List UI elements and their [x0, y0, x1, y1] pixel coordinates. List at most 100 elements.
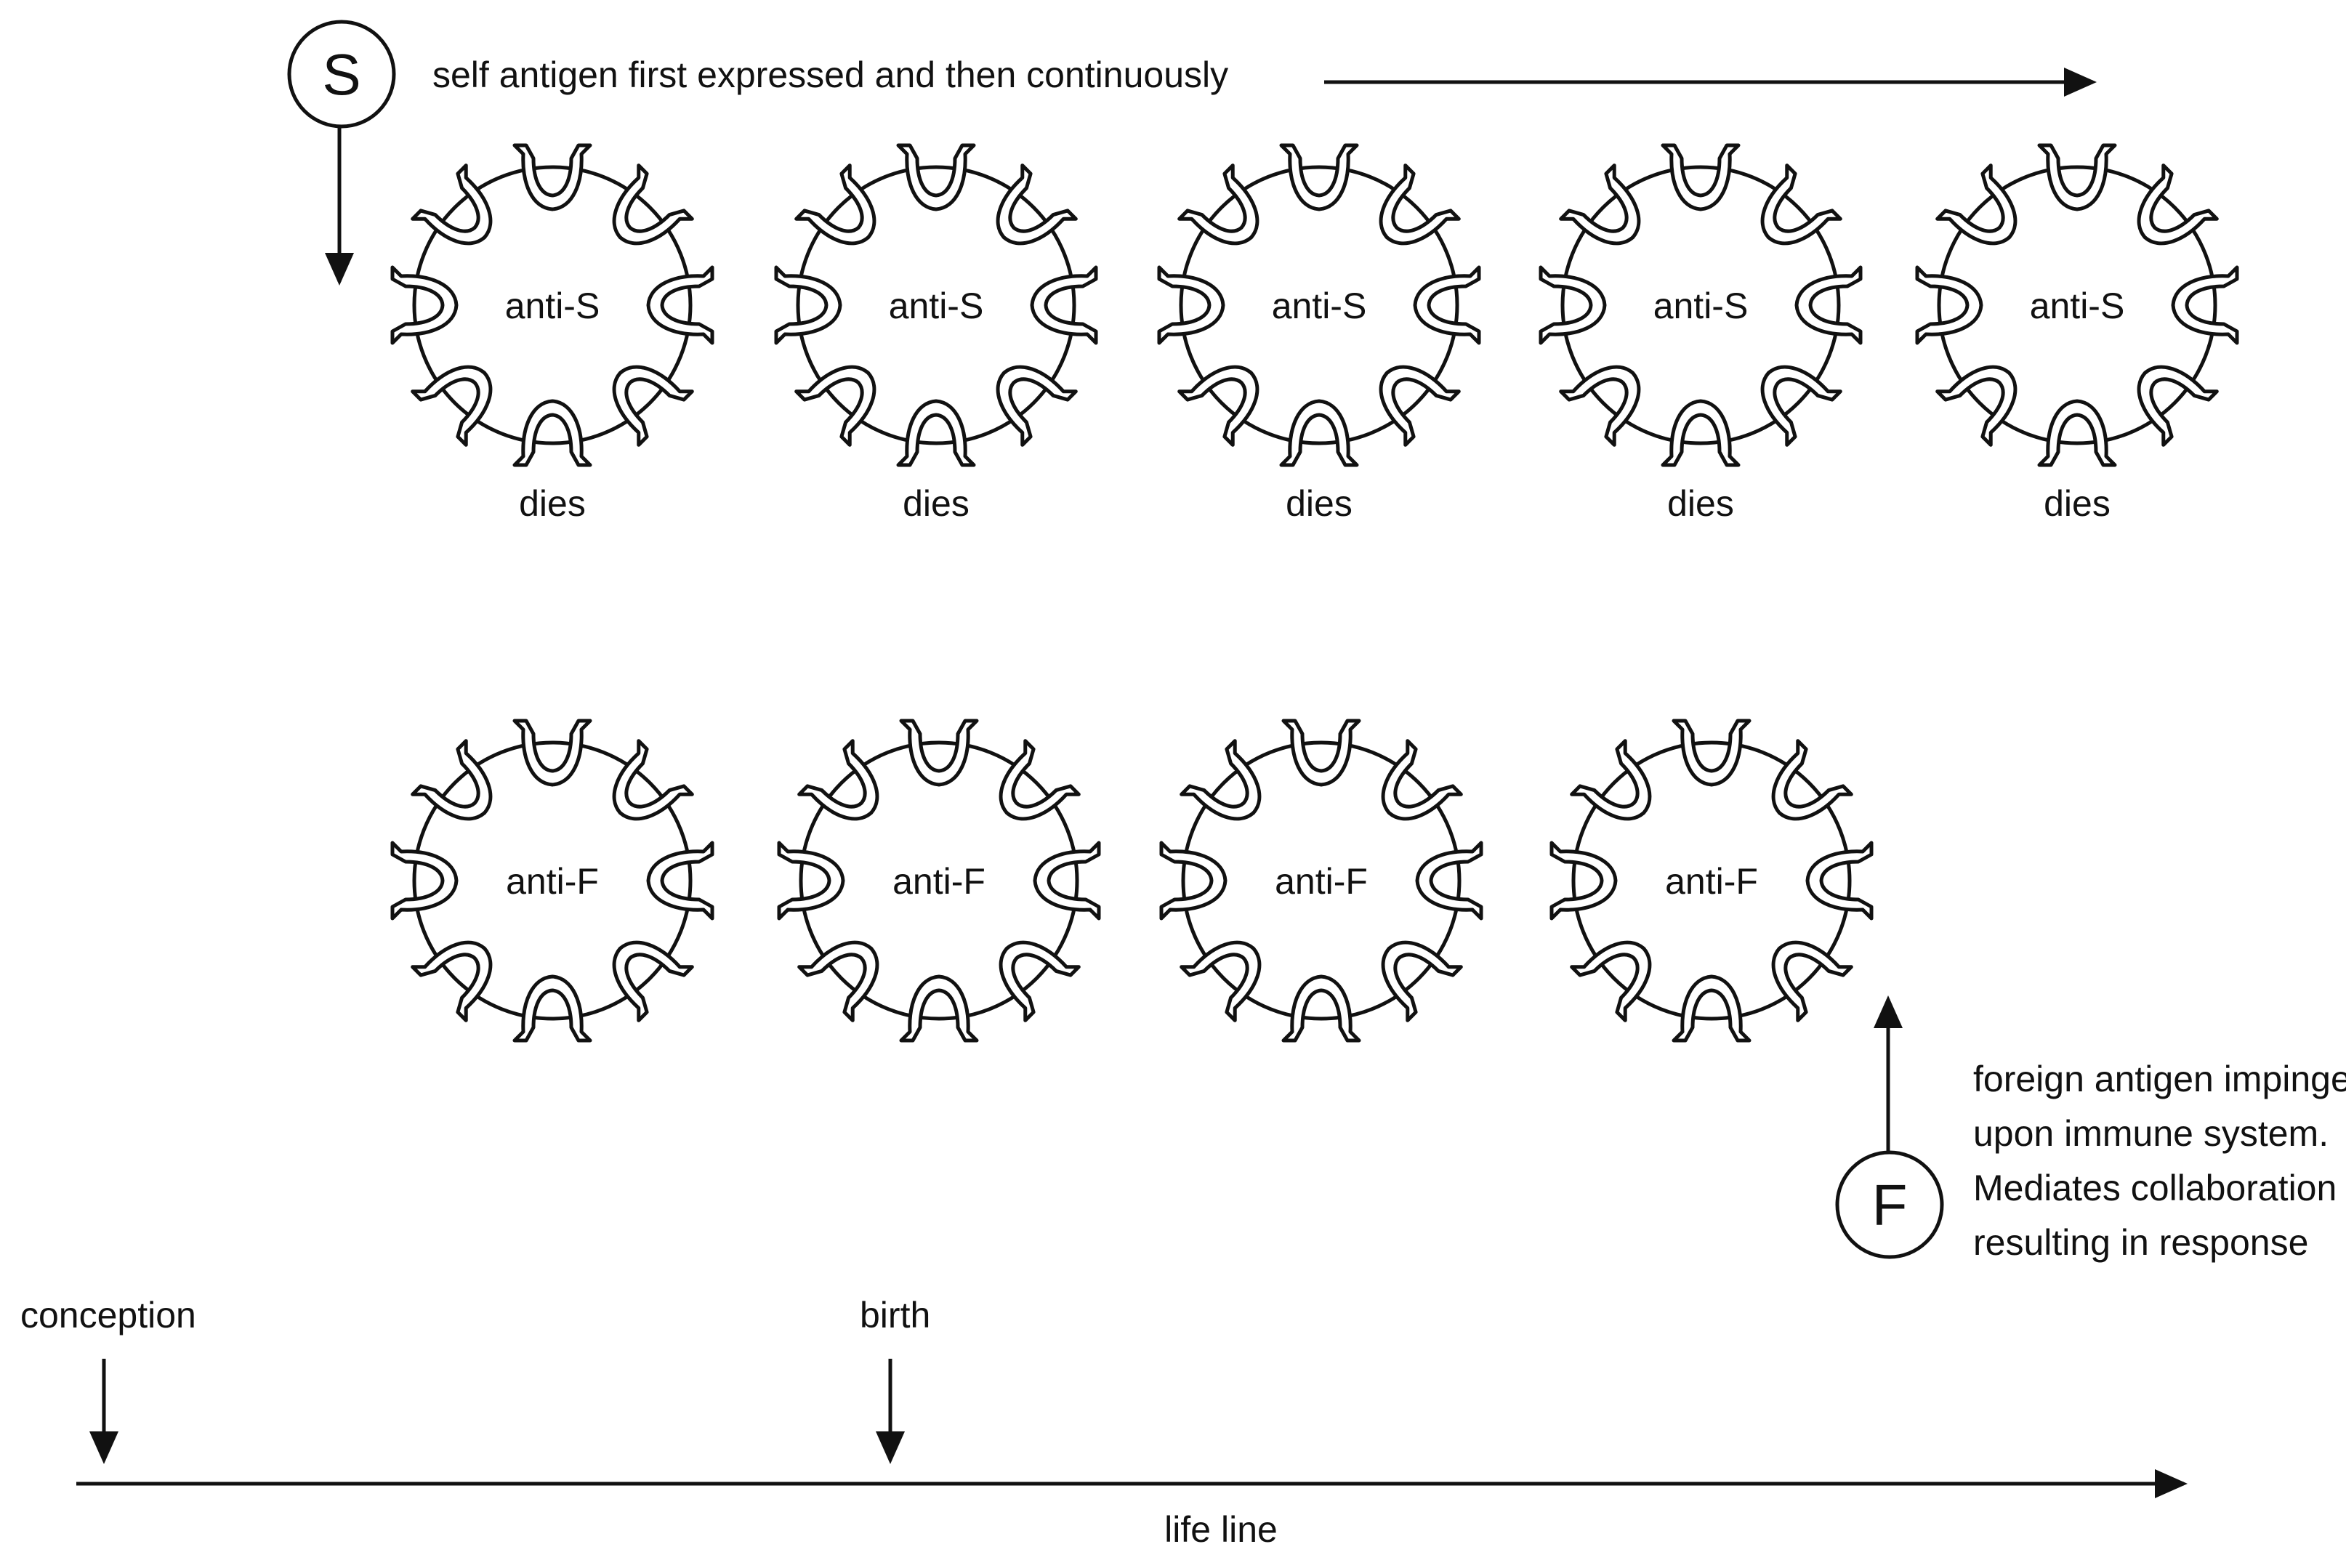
receptor-icon: [996, 163, 1078, 246]
receptor-icon: [1159, 841, 1228, 921]
receptor-icon: [777, 841, 845, 921]
foreign-antigen-group: F foreign antigen impinges upon immune s…: [1835, 995, 2346, 1263]
receptor-icon: [1030, 265, 1098, 345]
receptor-icon: [794, 365, 876, 447]
receptor-icon: [612, 163, 694, 246]
anti-s-cell: anti-S: [774, 143, 1098, 467]
receptor-icon: [2037, 143, 2117, 211]
receptor-icon: [390, 265, 459, 345]
foreign-antigen-letter: F: [1872, 1173, 1908, 1237]
receptor-icon: [512, 719, 592, 787]
receptor-icon: [390, 841, 459, 921]
receptor-icon: [2137, 365, 2219, 447]
receptor-icon: [1279, 399, 1359, 467]
receptor-icon: [1157, 265, 1225, 345]
receptor-icon: [1379, 365, 1461, 447]
receptor-icon: [797, 739, 879, 821]
cell-label: anti-S: [889, 286, 984, 326]
cell-label: anti-S: [505, 286, 600, 326]
receptor-icon: [896, 143, 976, 211]
foreign-antigen-caption-line-3: Mediates collaboration: [1973, 1168, 2337, 1208]
receptor-icon: [1771, 940, 1853, 1022]
receptor-icon: [1281, 974, 1361, 1043]
foreign-antigen-caption-line-1: foreign antigen impinges: [1973, 1059, 2346, 1099]
self-antigen-group: S self antigen first expressed and then …: [287, 20, 2097, 286]
timeline-event-conception: conception: [20, 1295, 196, 1335]
receptor-icon: [2137, 163, 2219, 246]
cell-fate-label: dies: [519, 483, 586, 524]
receptor-icon: [1794, 265, 1863, 345]
receptor-icon: [1661, 143, 1741, 211]
receptor-icon: [512, 974, 592, 1043]
receptor-icon: [646, 841, 714, 921]
receptor-icon: [1935, 163, 2018, 246]
receptor-icon: [2037, 399, 2117, 467]
anti-f-cell: anti-F: [1549, 719, 1874, 1043]
receptor-icon: [1559, 365, 1641, 447]
receptor-icon: [1279, 143, 1359, 211]
receptor-icon: [1413, 265, 1481, 345]
receptor-icon: [899, 719, 979, 787]
receptor-icon: [899, 974, 979, 1043]
receptor-icon: [896, 399, 976, 467]
anti-s-cell: anti-S: [1915, 143, 2239, 467]
receptor-icon: [1672, 719, 1752, 787]
anti-f-cell: anti-F: [1159, 719, 1483, 1043]
anti-s-cell: anti-S: [390, 143, 714, 467]
receptor-icon: [1381, 940, 1463, 1022]
receptor-icon: [996, 365, 1078, 447]
receptor-icon: [1180, 940, 1262, 1022]
receptor-icon: [1415, 841, 1483, 921]
anti-s-cell: anti-S: [1157, 143, 1481, 467]
receptor-icon: [999, 940, 1081, 1022]
receptor-icon: [1672, 974, 1752, 1043]
cell-fate-label: dies: [1286, 483, 1353, 524]
receptor-icon: [1381, 739, 1463, 821]
receptor-icon: [1379, 163, 1461, 246]
foreign-antigen-caption-line-4: resulting in response: [1973, 1222, 2308, 1263]
receptor-icon: [1559, 163, 1641, 246]
receptor-icon: [1760, 365, 1842, 447]
cell-label: anti-S: [2030, 286, 2125, 326]
foreign-reactive-cell-row: anti-F anti-F anti-F anti-F: [390, 719, 1874, 1043]
cell-label: anti-F: [1665, 861, 1758, 902]
anti-f-cell: anti-F: [390, 719, 714, 1043]
receptor-icon: [797, 940, 879, 1022]
receptor-icon: [1549, 841, 1618, 921]
receptor-icon: [612, 365, 694, 447]
cell-label: anti-F: [892, 861, 985, 902]
cell-label: anti-S: [1653, 286, 1749, 326]
receptor-icon: [2171, 265, 2239, 345]
receptor-icon: [512, 399, 592, 467]
self-antigen-caption: self antigen first expressed and then co…: [432, 54, 1228, 95]
receptor-icon: [999, 739, 1081, 821]
receptor-icon: [1935, 365, 2018, 447]
receptor-icon: [1805, 841, 1874, 921]
receptor-icon: [1177, 365, 1259, 447]
receptor-icon: [612, 940, 694, 1022]
receptor-icon: [411, 739, 493, 821]
cell-label: anti-F: [506, 861, 599, 902]
self-antigen-circle: [287, 20, 396, 129]
receptor-icon: [1771, 739, 1853, 821]
receptor-icon: [794, 163, 876, 246]
cell-fate-label: dies: [2044, 483, 2111, 524]
life-line-label: life line: [1164, 1509, 1278, 1550]
receptor-icon: [1177, 163, 1259, 246]
cell-label: anti-F: [1275, 861, 1368, 902]
receptor-icon: [612, 739, 694, 821]
receptor-icon: [1180, 739, 1262, 821]
receptor-icon: [1915, 265, 1983, 345]
self-antigen-letter: S: [322, 42, 360, 107]
self-reactive-cell-row: anti-Sdiesanti-Sdiesanti-Sdiesanti-Sdies…: [390, 143, 2239, 524]
receptor-icon: [411, 365, 493, 447]
receptor-icon: [646, 265, 714, 345]
receptor-icon: [1760, 163, 1842, 246]
anti-f-cell: anti-F: [777, 719, 1101, 1043]
receptor-icon: [411, 163, 493, 246]
life-timeline: conception birth life line: [20, 1295, 2188, 1550]
receptor-icon: [1281, 719, 1361, 787]
receptor-icon: [512, 143, 592, 211]
foreign-antigen-circle: [1835, 1150, 1944, 1259]
